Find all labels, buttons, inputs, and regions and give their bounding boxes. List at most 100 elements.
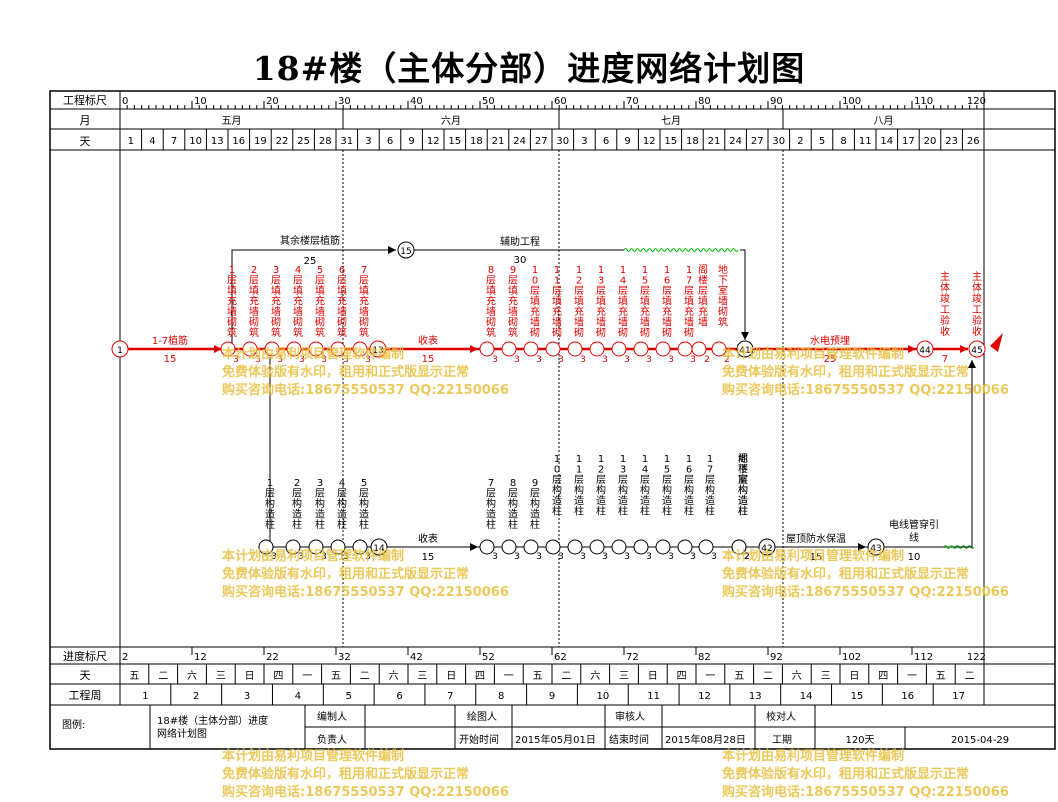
node bbox=[758, 538, 776, 556]
week-label: 工程周 bbox=[69, 689, 102, 702]
watermark-line: 免费体验版有水印，租用和正式版显示正常 bbox=[222, 364, 469, 380]
network: 其余楼层植筋 25 15 辅助工程 30 1-7植筋 15 收表 15 水电预埋… bbox=[111, 234, 1003, 563]
upper-task-duration: 3 bbox=[646, 355, 652, 365]
scale-tick-label: 0 bbox=[122, 96, 128, 107]
scale-tick-label: 30 bbox=[338, 96, 351, 107]
week-cell: 11 bbox=[647, 691, 660, 702]
node bbox=[633, 539, 649, 555]
lower-task-duration: 3 bbox=[492, 552, 498, 562]
progress-tick-label: 2 bbox=[122, 652, 128, 663]
legend-label: 图例: bbox=[62, 718, 85, 731]
week-cell: 14 bbox=[800, 691, 813, 702]
info-table: 图例: 18#楼（主体分部）进度 网络计划图 编制人 绘图人 审核人 校对人 负… bbox=[62, 705, 1055, 749]
node-label: 43 bbox=[870, 544, 881, 554]
weekday-cell: 一 bbox=[302, 671, 312, 682]
lower-task-duration: 2 bbox=[744, 552, 750, 562]
main-late-label: 水电预埋 bbox=[810, 334, 850, 347]
upper-task-duration: 3 bbox=[624, 355, 630, 365]
lower-task-duration: 2 bbox=[744, 552, 750, 562]
progress-tick-label: 72 bbox=[626, 652, 639, 663]
aux-duration: 30 bbox=[514, 255, 527, 266]
node bbox=[731, 539, 747, 555]
chart-frame bbox=[49, 90, 1056, 750]
compiler-label: 编制人 bbox=[317, 710, 347, 723]
main-start-duration: 15 bbox=[164, 354, 177, 365]
end-value: 2015年08月28日 bbox=[665, 733, 746, 746]
weekday-cell: 五 bbox=[734, 671, 744, 682]
day-cell: 24 bbox=[729, 136, 742, 147]
day-cell: 3 bbox=[365, 136, 371, 147]
day-cell: 17 bbox=[902, 136, 915, 147]
node-label: 44 bbox=[919, 346, 931, 356]
weekdays-row: 五二六三日四一五二六三日四一五二六三日四一五二六三日四一五二 bbox=[129, 664, 975, 684]
node bbox=[501, 539, 517, 555]
day-cell: 31 bbox=[340, 136, 353, 147]
weekday-cell: 六 bbox=[792, 670, 802, 682]
weekday-cell: 一 bbox=[907, 671, 917, 682]
upper-task-duration: 3 bbox=[558, 355, 564, 365]
node bbox=[285, 539, 301, 555]
weekday-cell: 四 bbox=[878, 671, 888, 682]
roof-label: 屋顶防水保温 bbox=[786, 532, 846, 545]
top-branch-duration: 25 bbox=[304, 256, 317, 267]
node bbox=[567, 539, 583, 555]
node bbox=[567, 341, 583, 357]
progress-tick-label: 52 bbox=[482, 652, 495, 663]
main-late-duration: 25 bbox=[824, 354, 837, 365]
lower-task-duration: 3 bbox=[711, 552, 717, 562]
weekday-cell: 三 bbox=[619, 671, 629, 682]
lower-task-duration: 3 bbox=[580, 552, 586, 562]
footer-day-label: 天 bbox=[80, 669, 91, 682]
lower-task-duration: 3 bbox=[558, 552, 564, 562]
upper-task-label: 地下室墙砌筑 bbox=[718, 263, 728, 329]
node-label: 15 bbox=[400, 247, 411, 257]
progress-tick-label: 42 bbox=[410, 652, 423, 663]
end-label: 结束时间 bbox=[609, 733, 649, 746]
upper-task-duration: 3 bbox=[536, 355, 542, 365]
day-cell: 14 bbox=[880, 136, 893, 147]
week-cell: 16 bbox=[901, 691, 914, 702]
node bbox=[589, 539, 605, 555]
node bbox=[501, 341, 517, 357]
node bbox=[258, 539, 274, 555]
node-label: 45 bbox=[971, 346, 982, 356]
month-cell: 六月 bbox=[441, 115, 461, 127]
day-cell: 10 bbox=[189, 136, 202, 147]
lower-mid-label: 收表 bbox=[418, 532, 438, 545]
upper-task-duration: 3 bbox=[321, 355, 327, 365]
month-cell: 五月 bbox=[222, 115, 242, 127]
progress-tick-label: 112 bbox=[914, 652, 933, 663]
week-cell: 9 bbox=[549, 691, 555, 702]
weekday-cell: 二 bbox=[360, 671, 370, 682]
watermark-line: 购买咨询电话:18675550537 QQ:22150066 bbox=[722, 382, 1009, 398]
progress-tick-label: 12 bbox=[194, 652, 207, 663]
node bbox=[370, 538, 388, 556]
start-value: 2015年05月01日 bbox=[515, 733, 596, 746]
day-cell: 9 bbox=[408, 136, 414, 147]
node bbox=[308, 539, 324, 555]
watermark-line: 本计划由易利项目管理软件编制 bbox=[222, 748, 404, 764]
node bbox=[655, 341, 671, 357]
day-cell: 24 bbox=[513, 136, 526, 147]
drawer-label: 绘图人 bbox=[467, 710, 497, 723]
node-label: 42 bbox=[761, 544, 772, 554]
node bbox=[545, 539, 561, 555]
node bbox=[698, 539, 714, 555]
months-row: 五月六月七月八月 bbox=[222, 109, 894, 129]
